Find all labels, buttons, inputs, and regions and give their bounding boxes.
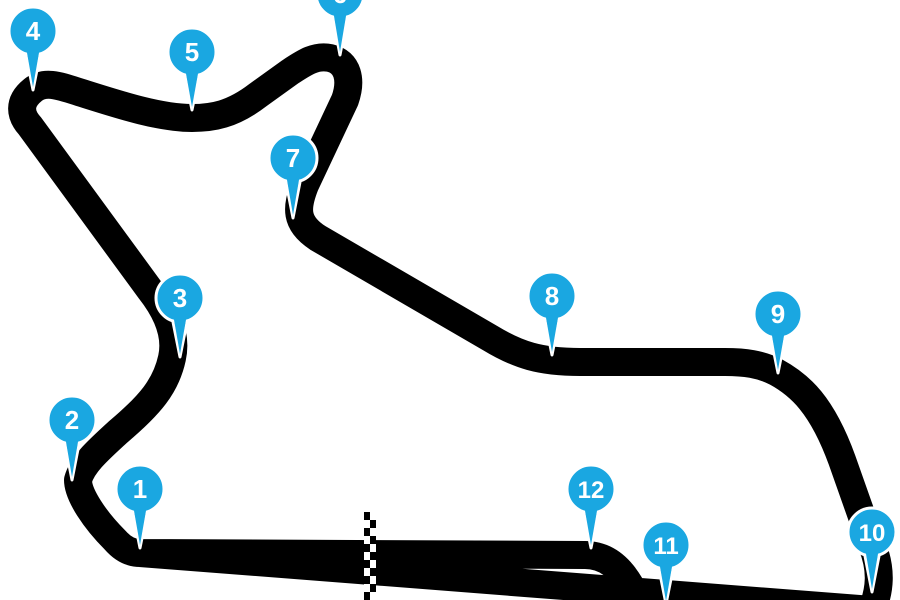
corner-marker-7: 7 [267, 132, 319, 220]
corner-number-label: 1 [133, 474, 147, 504]
corner-marker-1: 1 [114, 463, 166, 550]
corner-marker-10: 10 [846, 506, 898, 594]
corner-number-label: 12 [578, 477, 605, 504]
corner-number-label: 3 [173, 283, 187, 313]
corner-number-label: 5 [185, 37, 199, 67]
corner-number-label: 9 [771, 299, 785, 329]
corner-number-label: 4 [26, 16, 41, 46]
corner-marker-6: 6 [315, 0, 365, 57]
corner-number-label: 2 [65, 405, 79, 435]
corner-marker-5: 5 [166, 26, 218, 112]
corner-marker-8: 8 [526, 270, 578, 357]
checkered-finish-line [364, 512, 376, 600]
corner-marker-2: 2 [46, 394, 98, 482]
corner-number-label: 6 [333, 0, 347, 9]
corner-number-label: 10 [859, 520, 886, 547]
corner-marker-12: 12 [565, 463, 617, 550]
corner-markers: 123456789101112 [7, 0, 898, 600]
corner-number-label: 7 [286, 143, 300, 173]
corner-marker-9: 9 [752, 288, 804, 375]
corner-number-label: 11 [653, 533, 678, 560]
race-track [8, 43, 893, 600]
corner-marker-11: 11 [640, 519, 692, 600]
corner-number-label: 8 [545, 281, 559, 311]
corner-marker-4: 4 [7, 5, 59, 92]
corner-marker-3: 3 [154, 272, 206, 359]
